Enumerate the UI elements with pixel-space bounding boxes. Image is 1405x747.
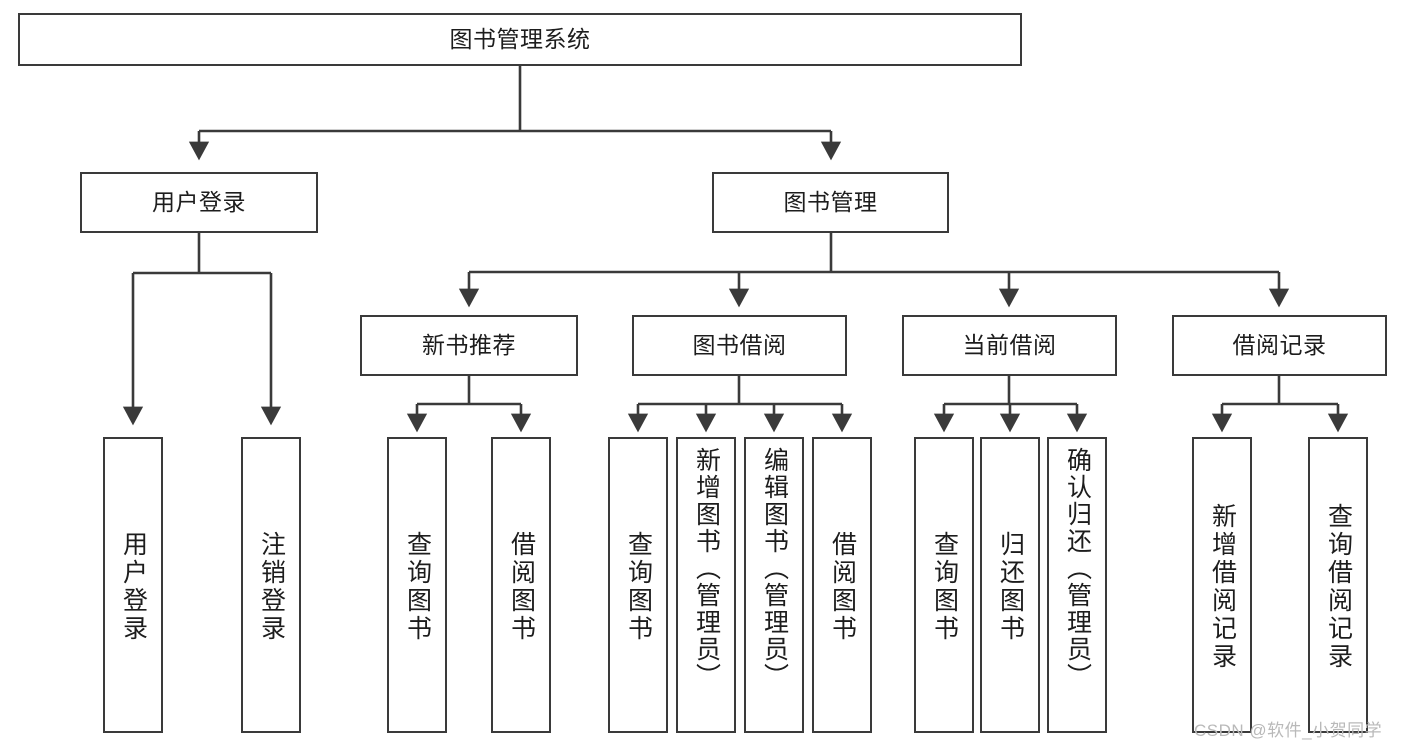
node-label: 确认归还（管理员） — [1063, 447, 1092, 690]
leaf-borrowrecord-query-record[interactable]: 查询借阅记录 — [1308, 437, 1368, 733]
leaf-newbook-borrow-books[interactable]: 借阅图书 — [491, 437, 551, 733]
node-borrowing-record[interactable]: 借阅记录 — [1172, 315, 1387, 376]
node-label: 新书推荐 — [422, 332, 516, 359]
node-label: 用户登录 — [119, 531, 148, 643]
node-new-book-recommendation[interactable]: 新书推荐 — [360, 315, 578, 376]
csdn-watermark: CSDN @软件_小贺同学 — [1194, 721, 1383, 740]
leaf-bookborrow-query-books[interactable]: 查询图书 — [608, 437, 668, 733]
node-label: 查询图书 — [403, 531, 432, 643]
leaf-bookborrow-borrow-books[interactable]: 借阅图书 — [812, 437, 872, 733]
leaf-currentborrow-return-books[interactable]: 归还图书 — [980, 437, 1040, 733]
leaf-borrowrecord-add-record[interactable]: 新增借阅记录 — [1192, 437, 1252, 733]
node-current-borrowing[interactable]: 当前借阅 — [902, 315, 1117, 376]
node-book-management[interactable]: 图书管理 — [712, 172, 949, 233]
node-user-login[interactable]: 用户登录 — [80, 172, 318, 233]
node-label: 借阅图书 — [507, 531, 536, 643]
node-root-book-management-system[interactable]: 图书管理系统 — [18, 13, 1022, 66]
leaf-user-login[interactable]: 用户登录 — [103, 437, 163, 733]
node-label: 查询借阅记录 — [1324, 503, 1353, 671]
leaf-logout[interactable]: 注销登录 — [241, 437, 301, 733]
node-label: 借阅图书 — [828, 531, 857, 643]
node-book-borrowing[interactable]: 图书借阅 — [632, 315, 847, 376]
node-label: 查询图书 — [624, 531, 653, 643]
leaf-currentborrow-query-books[interactable]: 查询图书 — [914, 437, 974, 733]
leaf-currentborrow-confirm-return-admin[interactable]: 确认归还（管理员） — [1047, 437, 1107, 733]
node-label: 新增图书（管理员） — [692, 447, 721, 690]
node-label: 注销登录 — [257, 531, 286, 643]
leaf-newbook-query-books[interactable]: 查询图书 — [387, 437, 447, 733]
leaf-bookborrow-edit-book-admin[interactable]: 编辑图书（管理员） — [744, 437, 804, 733]
leaf-bookborrow-add-book-admin[interactable]: 新增图书（管理员） — [676, 437, 736, 733]
node-label: 图书管理系统 — [449, 26, 591, 53]
node-label: 当前借阅 — [962, 332, 1057, 359]
node-label: 用户登录 — [152, 189, 246, 216]
node-label: 查询图书 — [930, 531, 959, 643]
node-label: 借阅记录 — [1232, 332, 1327, 359]
node-label: 图书管理 — [783, 189, 878, 216]
node-label: 新增借阅记录 — [1208, 503, 1237, 671]
node-label: 归还图书 — [996, 531, 1025, 643]
node-label: 编辑图书（管理员） — [760, 447, 789, 690]
node-label: 图书借阅 — [692, 332, 787, 359]
